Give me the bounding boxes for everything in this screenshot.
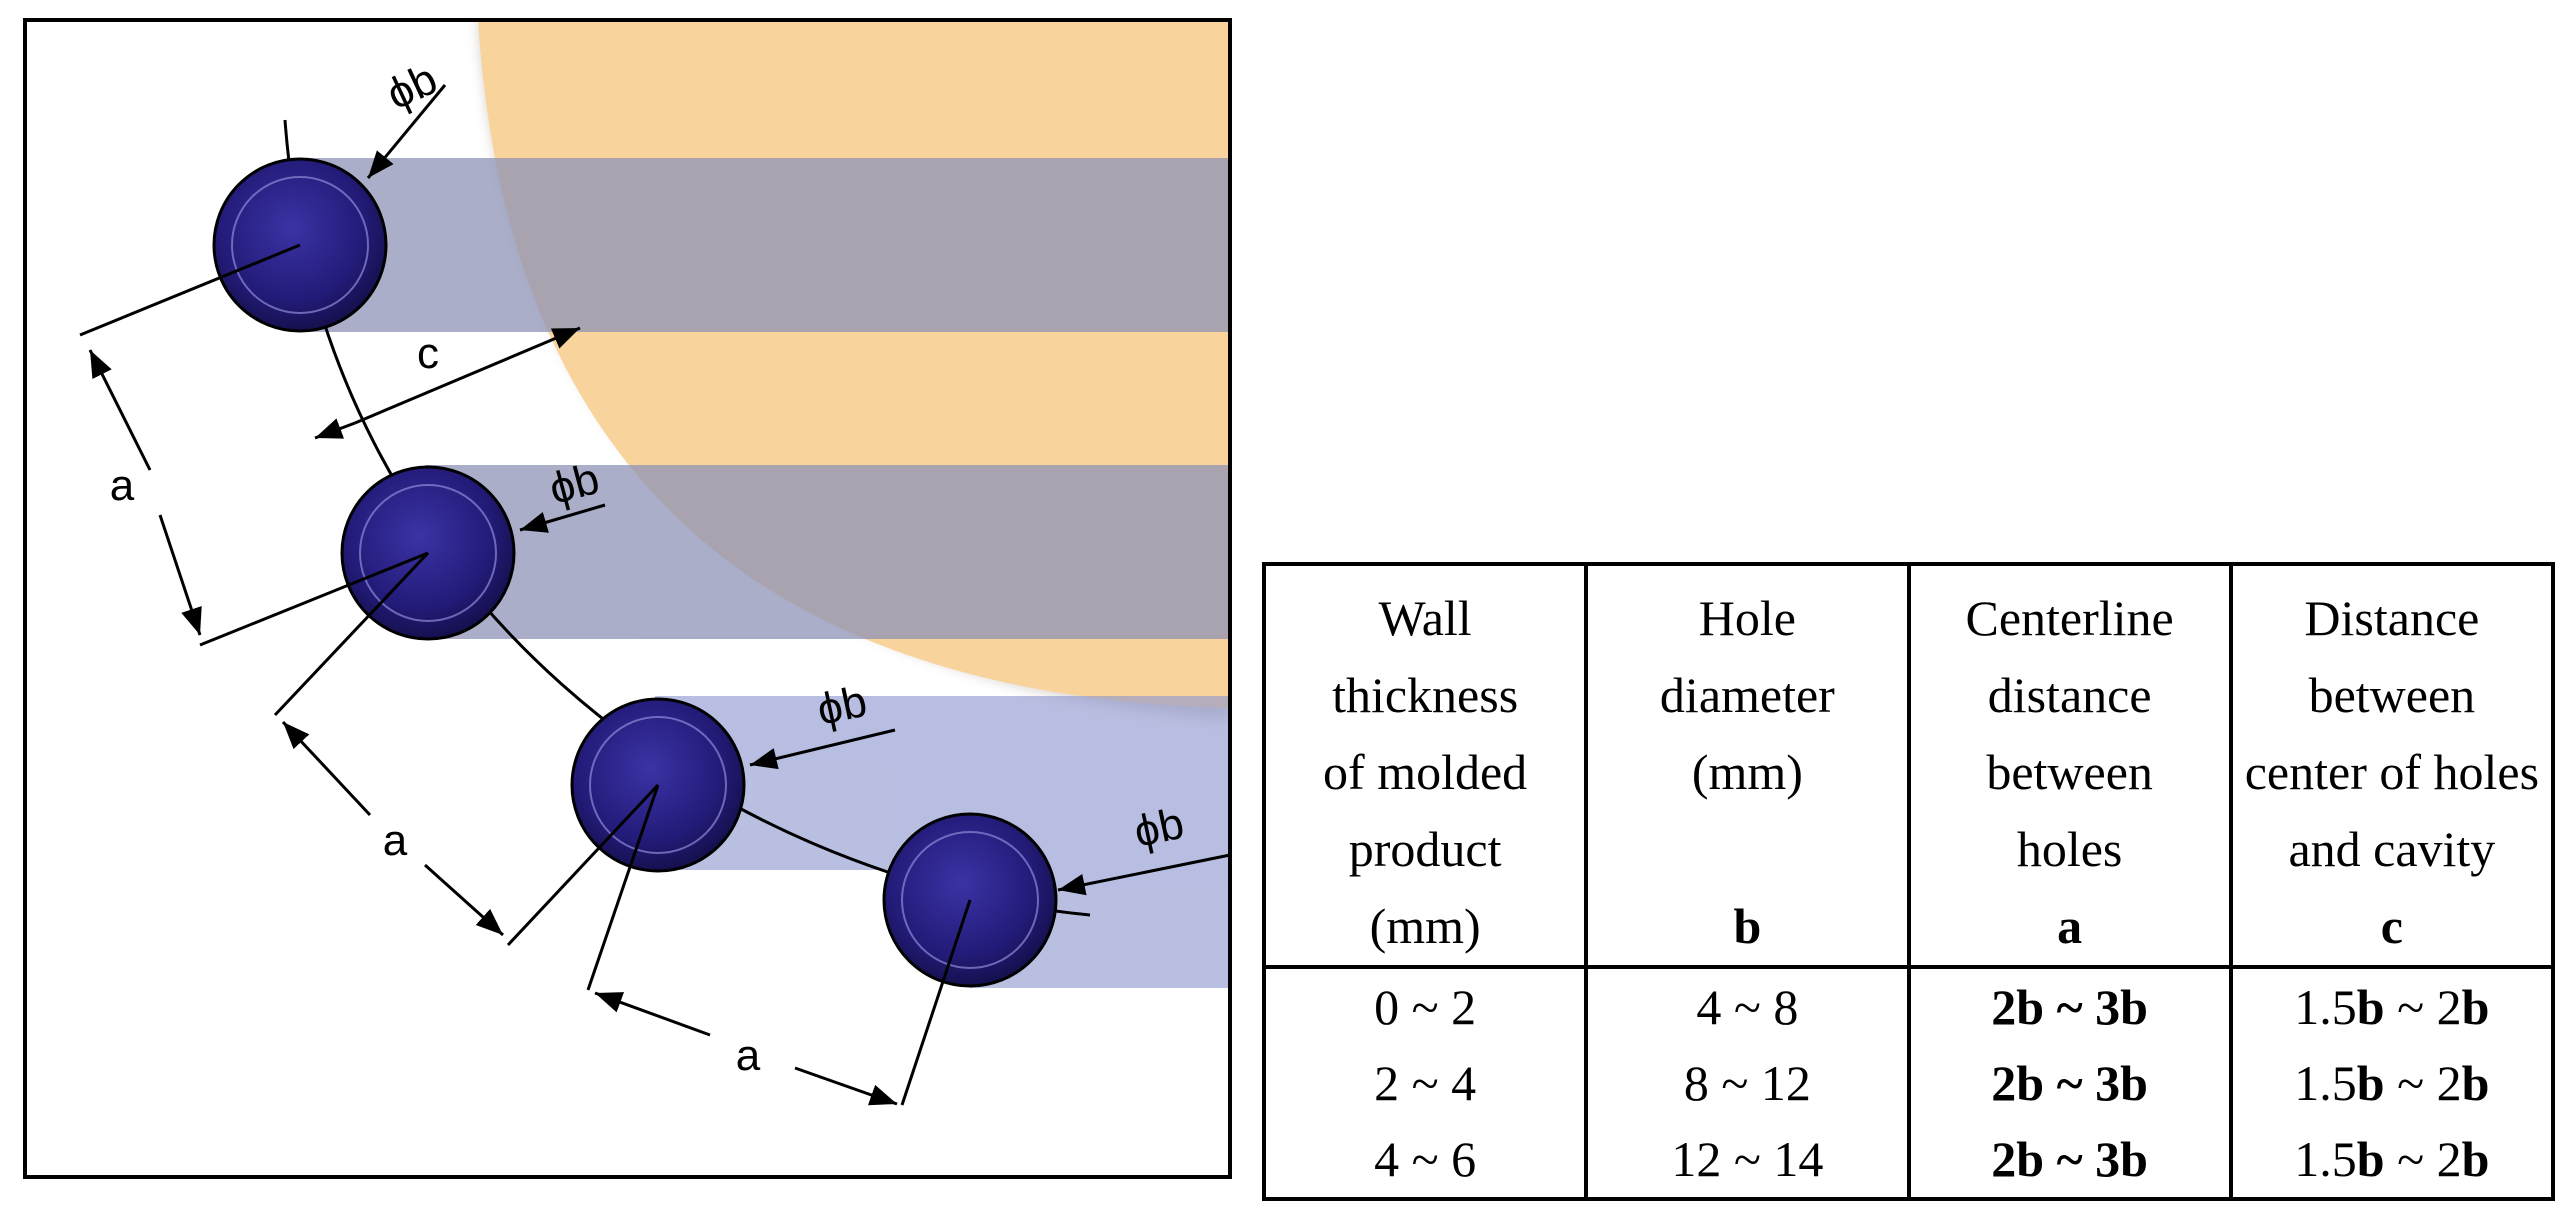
diagram-border [23, 18, 1232, 1179]
dimension-c [314, 326, 581, 440]
header-wall-thickness: Wall thickness of molded product (mm) [1261, 564, 1589, 969]
header-distance-to-cavity: Distance between center of holes and cav… [2228, 564, 2556, 969]
table-row: 2 ~ 4 8 ~ 12 2b ~ 3b 1.5b ~ 2b [1261, 1045, 2556, 1121]
cell-a: 2b ~ 3b [1906, 1121, 2233, 1199]
diameter-leader-3 [749, 728, 896, 770]
header-hole-diameter: Hole diameter (mm) b [1584, 564, 1911, 969]
dimension-a-3 [586, 784, 972, 1106]
cell-c: 1.5b ~ 2b [2228, 967, 2556, 1045]
cell-hole: 8 ~ 12 [1584, 1045, 1911, 1121]
header-symbol-a: a [2057, 898, 2083, 954]
diameter-leader-1 [366, 84, 447, 179]
header-centerline-distance: Centerline distance between holes a [1906, 564, 2233, 969]
table-row: 4 ~ 6 12 ~ 14 2b ~ 3b 1.5b ~ 2b [1261, 1121, 2556, 1199]
cell-wall: 0 ~ 2 [1261, 967, 1589, 1045]
dimension-a-1 [79, 243, 429, 647]
cell-wall: 4 ~ 6 [1261, 1121, 1589, 1199]
label-a-2: a [383, 816, 408, 865]
cell-hole: 4 ~ 8 [1584, 967, 1911, 1045]
label-phi-b-4: ϕb [1130, 799, 1188, 857]
dimension-a-2 [273, 551, 660, 947]
channel-2 [425, 465, 1230, 639]
table-header-row: Wall thickness of molded product (mm) Ho… [1261, 564, 2556, 969]
label-c: c [417, 329, 439, 378]
channel-tone-overlay [300, 158, 1230, 639]
cell-c: 1.5b ~ 2b [2228, 1121, 2556, 1199]
cooling-hole-spec-table: Wall thickness of molded product (mm) Ho… [1261, 562, 2556, 1201]
cooling-hole-diagram: a a a c ϕb ϕb ϕb ϕb [23, 18, 1232, 1179]
label-phi-b-3: ϕb [813, 677, 871, 735]
label-a-3: a [736, 1031, 761, 1080]
label-a-1: a [110, 461, 135, 510]
cell-a: 2b ~ 3b [1906, 1045, 2233, 1121]
header-symbol-c: c [2380, 898, 2403, 954]
diameter-leader-2 [519, 503, 606, 533]
channel-1 [300, 158, 1230, 332]
table-row: 0 ~ 2 4 ~ 8 2b ~ 3b 1.5b ~ 2b [1261, 967, 2556, 1045]
cell-a: 2b ~ 3b [1906, 967, 2233, 1045]
cell-wall: 2 ~ 4 [1261, 1045, 1589, 1121]
diameter-leader-4 [1057, 853, 1231, 896]
cell-hole: 12 ~ 14 [1584, 1121, 1911, 1199]
cell-c: 1.5b ~ 2b [2228, 1045, 2556, 1121]
header-symbol-b: b [1733, 898, 1762, 954]
